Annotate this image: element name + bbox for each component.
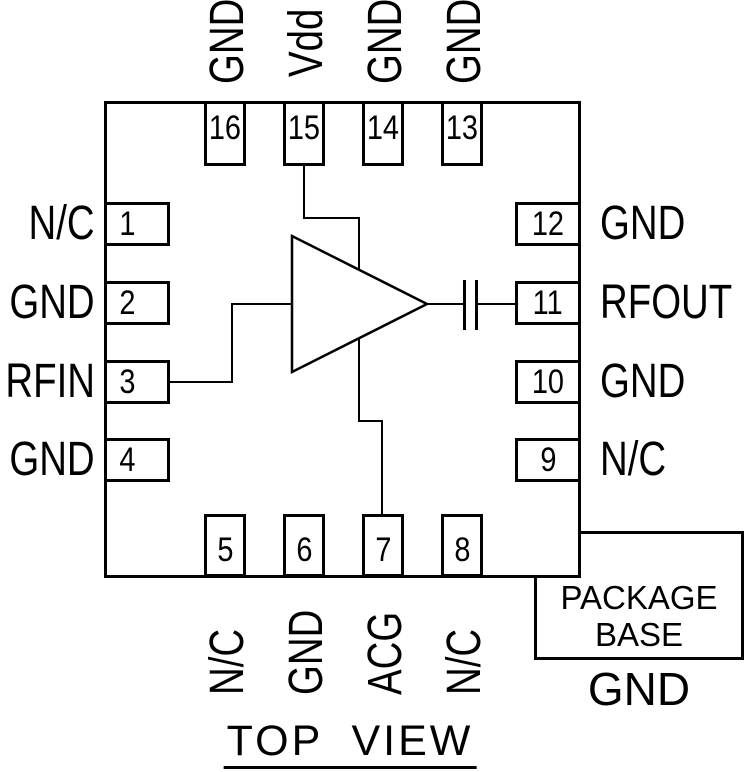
pin-4-number: 4 [119, 441, 136, 479]
pin-4: 4 [104, 438, 170, 482]
package-base-ground-label: GND [587, 663, 691, 715]
pin-7-label: ACG [359, 611, 412, 695]
pin-13-number: 13 [445, 109, 479, 147]
pin-12-number: 12 [531, 205, 565, 243]
pin-3: 3 [104, 360, 170, 404]
pin-15-number: 15 [287, 109, 321, 147]
pin-16-label: GND [201, 0, 254, 85]
package-base-line2: BASE [594, 616, 684, 653]
pin-6-label: GND [280, 609, 333, 695]
pin-13-label: GND [438, 0, 491, 85]
pin-15-label: Vdd [280, 8, 333, 77]
pin-9-label: N/C [600, 433, 667, 486]
chip-body-outline [104, 101, 581, 578]
pin-5-label: N/C [201, 628, 254, 695]
pin-5: 5 [204, 514, 246, 577]
pin-14-label: GND [359, 0, 412, 85]
pin-7: 7 [362, 514, 404, 577]
pin-6: 6 [283, 514, 325, 577]
pin-8-number: 8 [453, 531, 471, 569]
pin-11-number: 11 [532, 284, 563, 322]
diagram-title: TOP VIEW [223, 720, 477, 769]
pin-11: 11 [515, 281, 581, 325]
pin-8-label: N/C [438, 628, 491, 695]
pin-13: 13 [441, 101, 483, 166]
pin-3-number: 3 [119, 363, 136, 401]
pin-16: 16 [204, 101, 246, 166]
pin-12: 12 [515, 202, 581, 246]
pin-14: 14 [362, 101, 404, 166]
pin-10-label: GND [600, 355, 686, 408]
package-base-line1: PACKAGE [560, 579, 718, 616]
pin-4-label: GND [9, 433, 95, 486]
pin-3-label: RFIN [5, 355, 95, 408]
pin-12-label: GND [600, 197, 686, 250]
pin-1: 1 [104, 202, 170, 246]
pin-1-label: N/C [28, 197, 95, 250]
pin-2-label: GND [9, 276, 95, 329]
pin-7-number: 7 [374, 531, 392, 569]
pin-9-number: 9 [539, 441, 557, 479]
pin-2: 2 [104, 281, 170, 325]
pin-10-number: 10 [531, 363, 565, 401]
pin-9: 9 [515, 438, 581, 482]
package-base-label: PACKAGE BASE [534, 531, 744, 660]
pin-15: 15 [283, 101, 325, 166]
pin-8: 8 [441, 514, 483, 577]
pin-16-number: 16 [208, 109, 242, 147]
pin-14-number: 14 [366, 109, 400, 147]
pin-10: 10 [515, 360, 581, 404]
pin-2-number: 2 [119, 284, 136, 322]
pin-11-label: RFOUT [600, 276, 733, 329]
pin-1-number: 1 [119, 205, 136, 243]
pin-6-number: 6 [295, 531, 313, 569]
pin-5-number: 5 [216, 531, 234, 569]
